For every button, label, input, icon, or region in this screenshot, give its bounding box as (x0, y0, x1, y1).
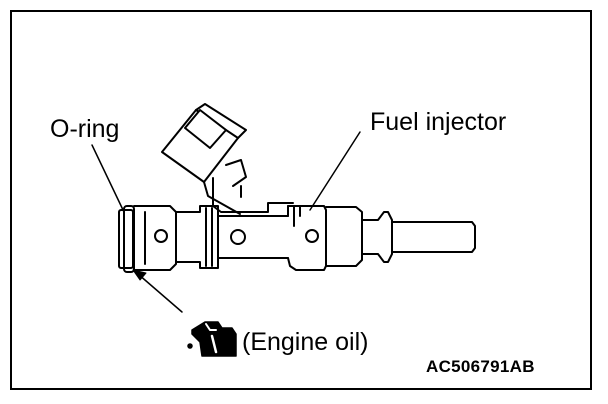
oil-can-icon (187, 321, 237, 357)
injector-leader (309, 131, 361, 211)
injector-connector (161, 103, 247, 215)
o-ring-leader (91, 144, 125, 213)
fuel-injector-label: Fuel injector (370, 108, 507, 136)
o-ring-label: O-ring (50, 115, 120, 143)
figure-frame (10, 10, 592, 390)
figure-code: AC506791AB (426, 357, 535, 376)
engine-oil-label: (Engine oil) (242, 328, 369, 356)
connector-stem (212, 177, 294, 213)
injector-body (118, 205, 476, 273)
lubrication-arrow (132, 269, 183, 313)
